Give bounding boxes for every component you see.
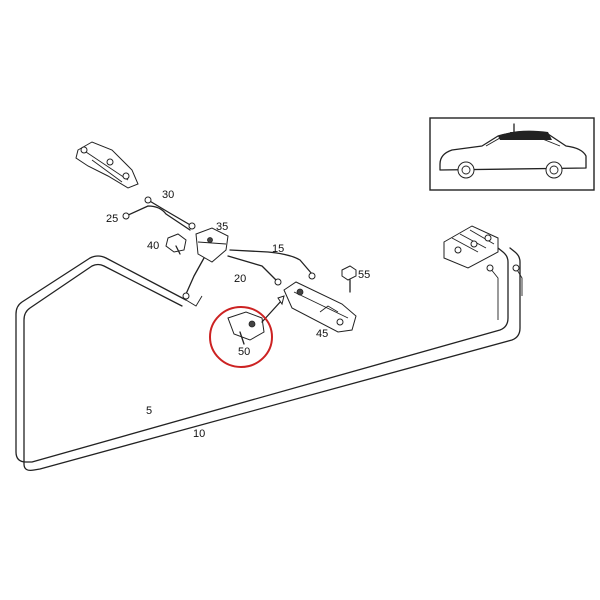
line-part-15 xyxy=(229,249,316,280)
hydraulic-lines xyxy=(15,247,523,472)
line-5 xyxy=(15,247,509,463)
line-part-30 xyxy=(144,196,196,230)
label-15: 15 xyxy=(272,243,284,255)
line-10 xyxy=(23,247,521,472)
valve-block-35 xyxy=(182,227,229,300)
label-5: 5 xyxy=(146,405,152,417)
inset-box xyxy=(429,117,595,191)
label-10: 10 xyxy=(193,428,205,440)
label-25: 25 xyxy=(106,213,118,225)
label-35: 35 xyxy=(216,221,228,233)
valve-cluster xyxy=(443,225,499,269)
cylinder-45 xyxy=(283,281,357,333)
label-40: 40 xyxy=(147,240,159,252)
bracket-top xyxy=(75,141,139,189)
label-20: 20 xyxy=(234,273,246,285)
label-50: 50 xyxy=(238,346,250,358)
bolt-40 xyxy=(165,233,187,255)
highlight-circle xyxy=(209,306,273,368)
line-part-25 xyxy=(122,205,191,231)
label-55: 55 xyxy=(358,269,370,281)
part-50 xyxy=(227,295,285,345)
label-30: 30 xyxy=(162,189,174,201)
line-part-20 xyxy=(227,255,282,286)
bolt-55 xyxy=(341,265,357,293)
convertible-car-icon xyxy=(439,130,587,179)
label-45: 45 xyxy=(316,328,328,340)
